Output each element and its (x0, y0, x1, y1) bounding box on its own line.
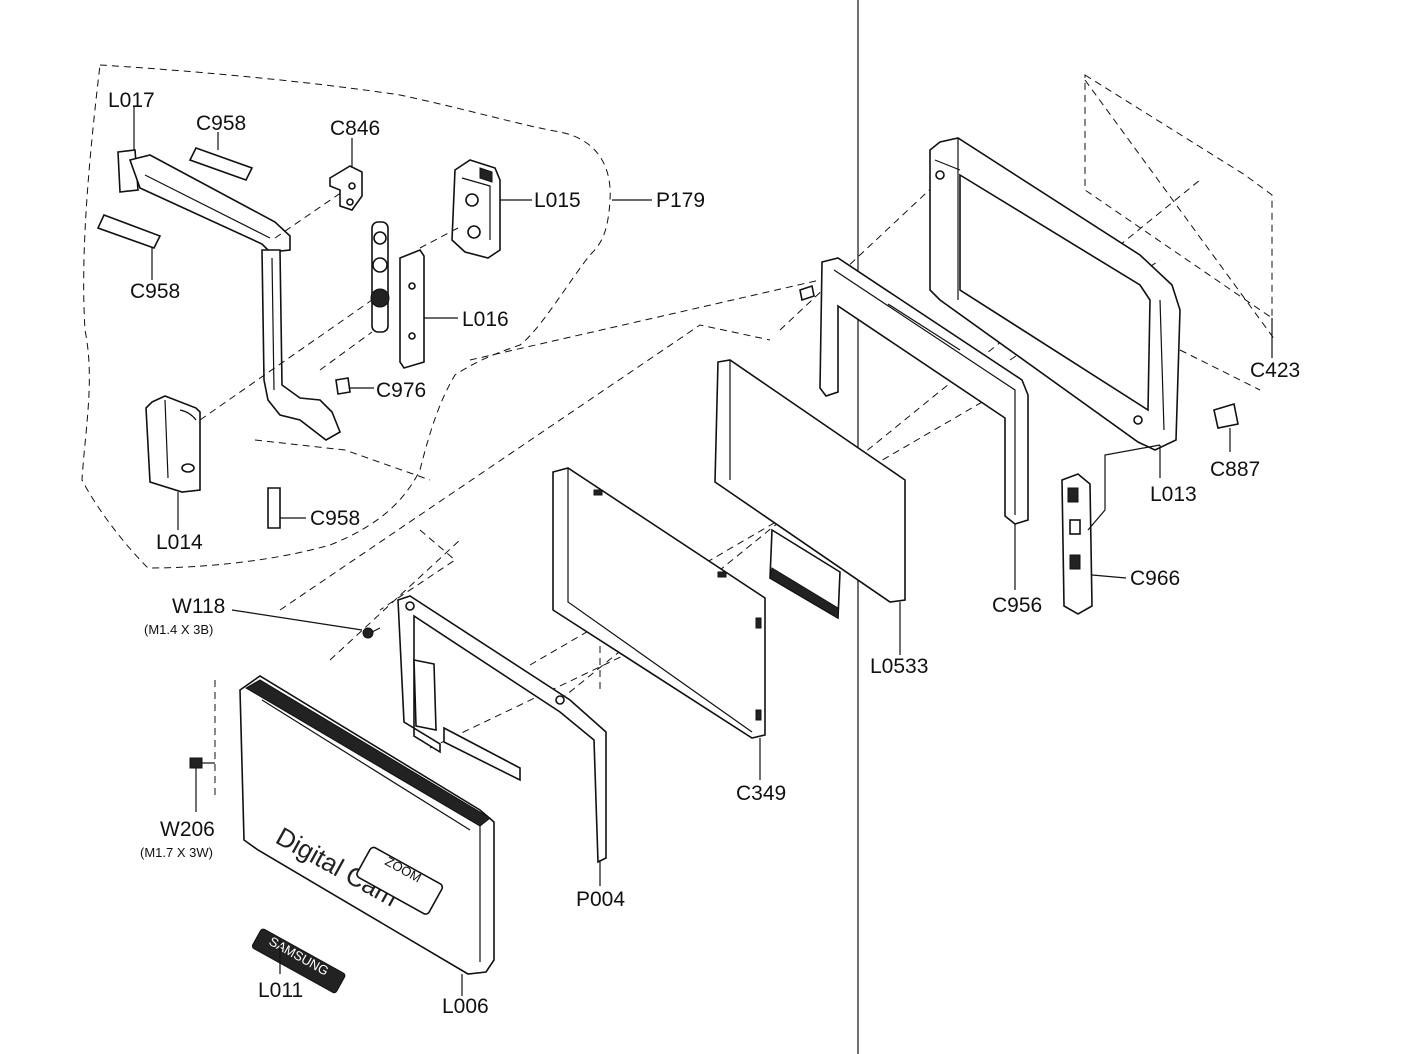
hinge-housing-l015 (451, 159, 501, 259)
leader-w118 (231, 609, 363, 631)
label-c956: C956 (992, 594, 1042, 617)
panel-c423 (1084, 74, 1273, 319)
connector-c966 (1061, 473, 1093, 615)
screw-w118 (362, 627, 381, 639)
guide-13 (429, 599, 741, 749)
guide-8 (379, 529, 456, 611)
guide-12 (329, 539, 461, 661)
screw-w206 (189, 757, 215, 769)
bracket-c846 (329, 165, 363, 211)
label-l016: L016 (462, 308, 509, 331)
guide-11 (254, 439, 431, 481)
lcd-panel-l0533 (714, 359, 906, 620)
leader-c966 (1091, 574, 1127, 579)
label-c976: C976 (376, 379, 426, 402)
backlight-panel-c349 (552, 467, 766, 739)
zoom-badge (356, 846, 444, 915)
guide-5 (469, 279, 821, 361)
hinge-l016 (370, 221, 425, 369)
label-l017: L017 (108, 89, 155, 112)
label-l015: L015 (534, 189, 581, 212)
rear-frame-l013 (929, 137, 1181, 451)
label-w118-spec: (M1.4 X 3B) (144, 622, 213, 637)
label-c958-left: C958 (130, 280, 180, 303)
label-l013: L013 (1150, 483, 1197, 506)
label-l011: L011 (258, 979, 303, 1002)
label-w118: W118 (172, 595, 225, 618)
part-c887 (1213, 402, 1239, 429)
label-l014: L014 (156, 531, 203, 554)
part-c976 (335, 377, 351, 395)
guide-15 (1084, 79, 1276, 341)
guide-1 (199, 299, 373, 421)
bracket-p004 (397, 595, 607, 864)
label-l006: L006 (442, 995, 489, 1018)
front-cover-l006 (239, 675, 495, 975)
label-c846: C846 (330, 117, 380, 140)
guide-14 (1179, 349, 1261, 391)
label-l0533: L0533 (870, 655, 928, 678)
tape-c958-top (188, 147, 254, 181)
label-c966: C966 (1130, 567, 1180, 590)
label-c887: C887 (1210, 458, 1260, 481)
label-c423: C423 (1250, 359, 1300, 382)
label-w206-spec: (M1.7 X 3W) (140, 845, 213, 860)
guide-7 (779, 179, 941, 331)
guide-4 (319, 331, 373, 371)
guide-6 (279, 324, 771, 611)
flex-cable-l017 (117, 149, 342, 441)
label-w206: W206 (160, 818, 215, 841)
label-p004: P004 (576, 888, 625, 911)
guide-9 (529, 379, 1021, 666)
label-c958-bottom: C958 (310, 507, 360, 530)
label-c349: C349 (736, 782, 786, 805)
label-p179: P179 (656, 189, 705, 212)
tape-c958-left (96, 213, 162, 249)
label-c958-top: C958 (196, 112, 246, 135)
bracket-frame-c956 (799, 257, 1029, 525)
assembly-boundary-p179 (81, 64, 611, 569)
leader-c966-2 (1087, 444, 1161, 531)
guide-2 (274, 191, 343, 239)
hinge-cover-l014 (145, 395, 201, 493)
tape-c958-bottom (267, 487, 281, 529)
